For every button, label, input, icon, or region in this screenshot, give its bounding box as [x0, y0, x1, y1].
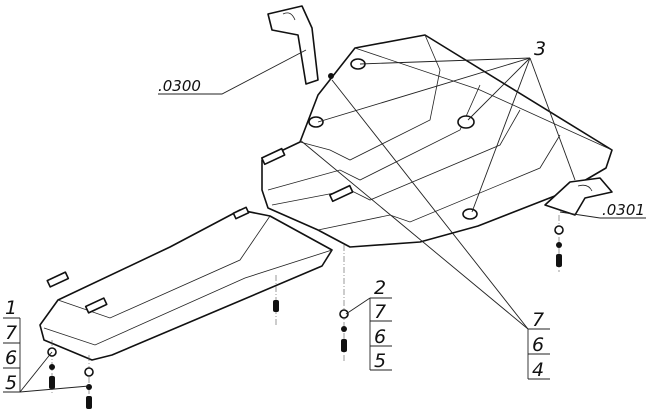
left-callout-3: 6	[5, 347, 17, 369]
right-callout-3: 4	[532, 359, 544, 381]
main-skid-plate	[260, 34, 613, 248]
bracket-0300	[267, 5, 334, 85]
middle-callout-2: 7	[374, 301, 386, 323]
mount-hole	[457, 115, 475, 129]
right-callout-1: 7	[532, 309, 544, 331]
callout-holes: 3	[534, 38, 546, 60]
right-callout-2: 6	[532, 334, 544, 356]
mount-hole	[308, 116, 324, 128]
left-callout-2: 7	[5, 322, 17, 344]
assembly-code-0300: .0300	[158, 77, 201, 95]
middle-callout-4: 5	[374, 350, 386, 372]
middle-callout-1: 2	[374, 277, 386, 299]
left-callout-1: 1	[5, 297, 17, 319]
bracket-0301	[544, 177, 613, 216]
mount-hole	[462, 208, 478, 220]
small-skid-plate	[39, 206, 333, 361]
fasteners	[47, 215, 564, 410]
leader-lines	[3, 49, 646, 393]
assembly-code-0301: .0301	[602, 201, 645, 219]
middle-callout-3: 6	[374, 326, 386, 348]
left-callout-4: 5	[5, 372, 17, 394]
